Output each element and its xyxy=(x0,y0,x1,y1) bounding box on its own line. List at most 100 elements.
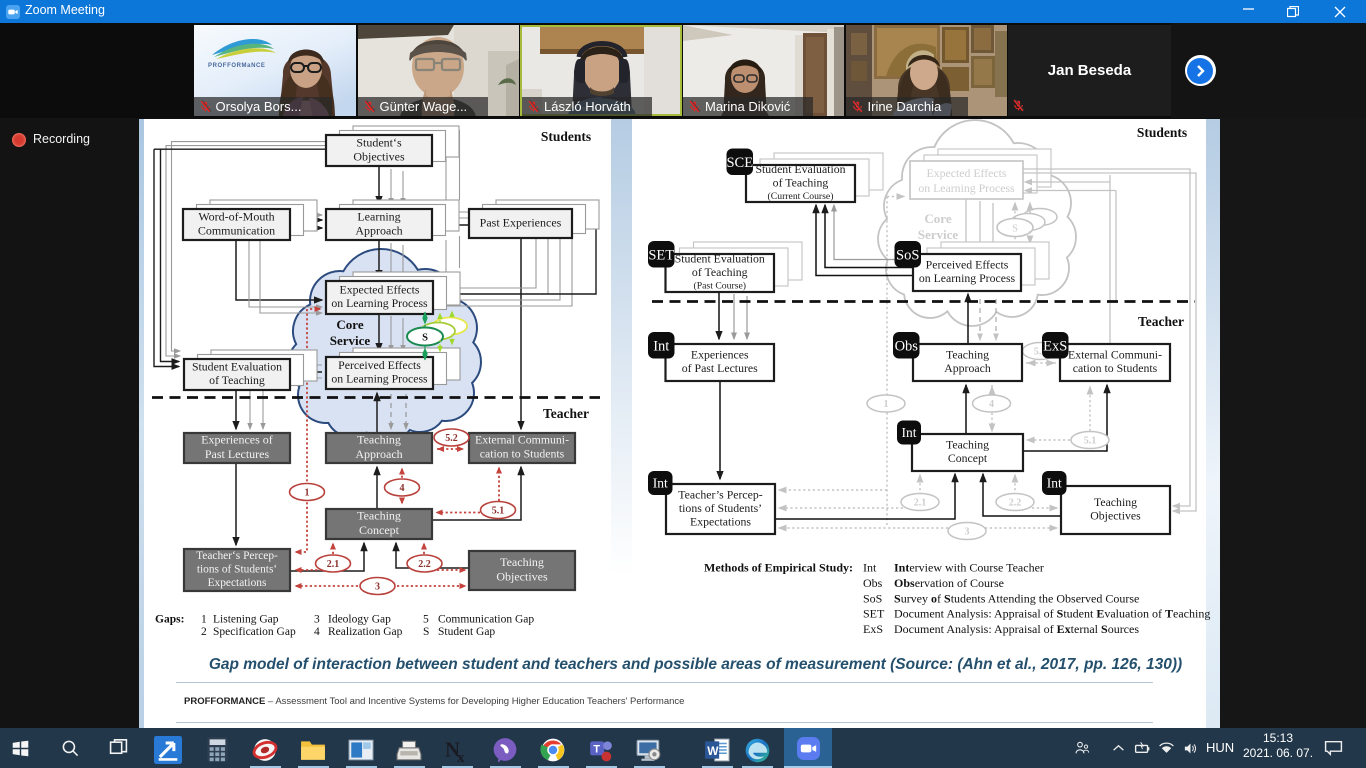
svg-text:Survey of Students Attending t: Survey of Students Attending the Observe… xyxy=(894,591,1139,605)
svg-text:SCE: SCE xyxy=(726,154,753,170)
svg-text:Teaching: Teaching xyxy=(1094,495,1137,509)
svg-text:Expectations: Expectations xyxy=(690,514,751,528)
svg-text:5.1: 5.1 xyxy=(1084,435,1097,446)
svg-text:Specification Gap: Specification Gap xyxy=(213,626,296,638)
svg-text:Gaps:: Gaps: xyxy=(155,613,184,625)
svg-text:Students: Students xyxy=(541,129,591,144)
svg-text:Objectives: Objectives xyxy=(1090,508,1141,522)
svg-text:Objectives: Objectives xyxy=(353,149,405,163)
svg-text:Teaching: Teaching xyxy=(946,347,989,361)
svg-text:Communication: Communication xyxy=(198,223,275,237)
svg-text:Teacher’s Percep-: Teacher’s Percep- xyxy=(678,487,763,501)
svg-text:Ideology Gap: Ideology Gap xyxy=(328,613,391,625)
svg-text:Int: Int xyxy=(902,425,917,440)
svg-text:Int: Int xyxy=(863,560,877,574)
svg-text:SET: SET xyxy=(863,606,885,620)
svg-text:3: 3 xyxy=(314,613,320,625)
svg-text:External Communi-: External Communi- xyxy=(475,432,569,446)
svg-text:Word-of-Mouth: Word-of-Mouth xyxy=(198,209,274,223)
svg-text:Student Evaluation: Student Evaluation xyxy=(192,359,282,373)
svg-text:Teaching: Teaching xyxy=(357,508,401,522)
svg-text:Obs: Obs xyxy=(895,338,919,354)
svg-text:T: T xyxy=(593,744,600,756)
svg-text:Teaching: Teaching xyxy=(357,432,401,446)
svg-text:2.2: 2.2 xyxy=(418,559,431,570)
svg-text:Experiences of: Experiences of xyxy=(201,432,273,446)
svg-text:(Current Course): (Current Course) xyxy=(768,191,834,202)
svg-text:Past Experiences: Past Experiences xyxy=(480,215,562,229)
svg-text:ExS: ExS xyxy=(1043,338,1067,354)
svg-text:Teacher‘s Percep-: Teacher‘s Percep- xyxy=(196,549,278,561)
svg-text:PROFFORMaNCE: PROFFORMaNCE xyxy=(208,63,266,69)
svg-text:3: 3 xyxy=(375,581,380,592)
svg-text:Teacher: Teacher xyxy=(1138,314,1184,329)
svg-text:Perceived Effects: Perceived Effects xyxy=(338,358,421,372)
svg-text:Obs: Obs xyxy=(863,575,883,589)
svg-text:Realization Gap: Realization Gap xyxy=(328,626,403,638)
svg-text:5.2: 5.2 xyxy=(1034,346,1047,357)
svg-text:Student‘s: Student‘s xyxy=(356,135,402,149)
svg-text:Approach: Approach xyxy=(355,223,402,237)
svg-text:4: 4 xyxy=(400,483,405,494)
svg-text:ExS: ExS xyxy=(863,622,883,636)
svg-text:cation to Students: cation to Students xyxy=(480,446,565,460)
svg-text:Concept: Concept xyxy=(359,522,400,536)
svg-text:Document Analysis: Appraisal o: Document Analysis: Appraisal of External… xyxy=(894,622,1139,636)
svg-text:Observation of Course: Observation of Course xyxy=(894,575,1004,589)
svg-text:5: 5 xyxy=(423,613,429,625)
svg-text:tions of Students‘: tions of Students‘ xyxy=(197,563,277,575)
svg-text:Perceived Effects: Perceived Effects xyxy=(926,257,1009,271)
svg-text:Student Evaluation: Student Evaluation xyxy=(755,161,845,175)
svg-text:Communication Gap: Communication Gap xyxy=(438,613,534,625)
svg-text:S: S xyxy=(1012,223,1018,234)
svg-text:Listening Gap: Listening Gap xyxy=(213,613,279,625)
svg-text:S: S xyxy=(423,626,429,638)
svg-text:SET: SET xyxy=(648,247,674,263)
svg-text:Experiences: Experiences xyxy=(691,347,749,361)
svg-text:Approach: Approach xyxy=(944,361,991,375)
svg-text:2: 2 xyxy=(201,626,207,638)
svg-text:4: 4 xyxy=(989,399,994,410)
svg-text:of Teaching: of Teaching xyxy=(692,264,748,278)
svg-text:Core: Core xyxy=(336,317,363,332)
svg-text:Document Analysis: Appraisal o: Document Analysis: Appraisal of Student … xyxy=(894,606,1210,620)
svg-text:1: 1 xyxy=(884,399,889,410)
svg-text:Past Lectures: Past Lectures xyxy=(205,446,270,460)
svg-text:Expected Effects: Expected Effects xyxy=(339,282,419,296)
svg-text:Service: Service xyxy=(330,333,371,348)
svg-text:S: S xyxy=(422,332,428,343)
svg-text:1: 1 xyxy=(305,487,310,498)
svg-text:Learning: Learning xyxy=(357,209,400,223)
svg-text:4: 4 xyxy=(314,626,320,638)
svg-text:SoS: SoS xyxy=(863,591,882,605)
svg-text:of Teaching: of Teaching xyxy=(209,373,265,387)
svg-text:Core: Core xyxy=(924,211,951,226)
svg-text:on Learning Process: on Learning Process xyxy=(918,181,1015,195)
svg-text:3: 3 xyxy=(965,526,970,537)
svg-text:(Past Course): (Past Course) xyxy=(694,280,746,291)
svg-text:W: W xyxy=(707,744,719,758)
svg-text:Concept: Concept xyxy=(948,451,988,465)
svg-text:on Learning Process: on Learning Process xyxy=(919,271,1016,285)
svg-text:N: N xyxy=(445,740,460,762)
svg-text:Student Gap: Student Gap xyxy=(438,626,495,638)
svg-text:Interview with Course Teacher: Interview with Course Teacher xyxy=(894,560,1044,574)
svg-text:cation to Students: cation to Students xyxy=(1073,361,1158,375)
svg-text:on Learning Process: on Learning Process xyxy=(331,296,428,310)
svg-text:on Learning Process: on Learning Process xyxy=(331,371,428,385)
svg-text:Student Evaluation: Student Evaluation xyxy=(675,251,765,265)
svg-text:Int: Int xyxy=(653,338,669,354)
svg-text:5.2: 5.2 xyxy=(445,433,458,444)
svg-text:of Past Lectures: of Past Lectures xyxy=(682,361,758,375)
svg-text:Methods of Empirical Study:: Methods of Empirical Study: xyxy=(704,560,853,574)
svg-text:Expectations: Expectations xyxy=(208,577,267,589)
svg-text:Objectives: Objectives xyxy=(496,569,548,583)
svg-text:tions of Students’: tions of Students’ xyxy=(679,500,762,514)
svg-text:of Teaching: of Teaching xyxy=(773,175,829,189)
svg-text:Int: Int xyxy=(1047,475,1062,490)
svg-text:Service: Service xyxy=(918,227,959,242)
svg-text:5.1: 5.1 xyxy=(492,505,505,516)
svg-text:Teaching: Teaching xyxy=(500,555,544,569)
svg-text:Teacher: Teacher xyxy=(543,406,589,421)
svg-text:Approach: Approach xyxy=(355,446,402,460)
